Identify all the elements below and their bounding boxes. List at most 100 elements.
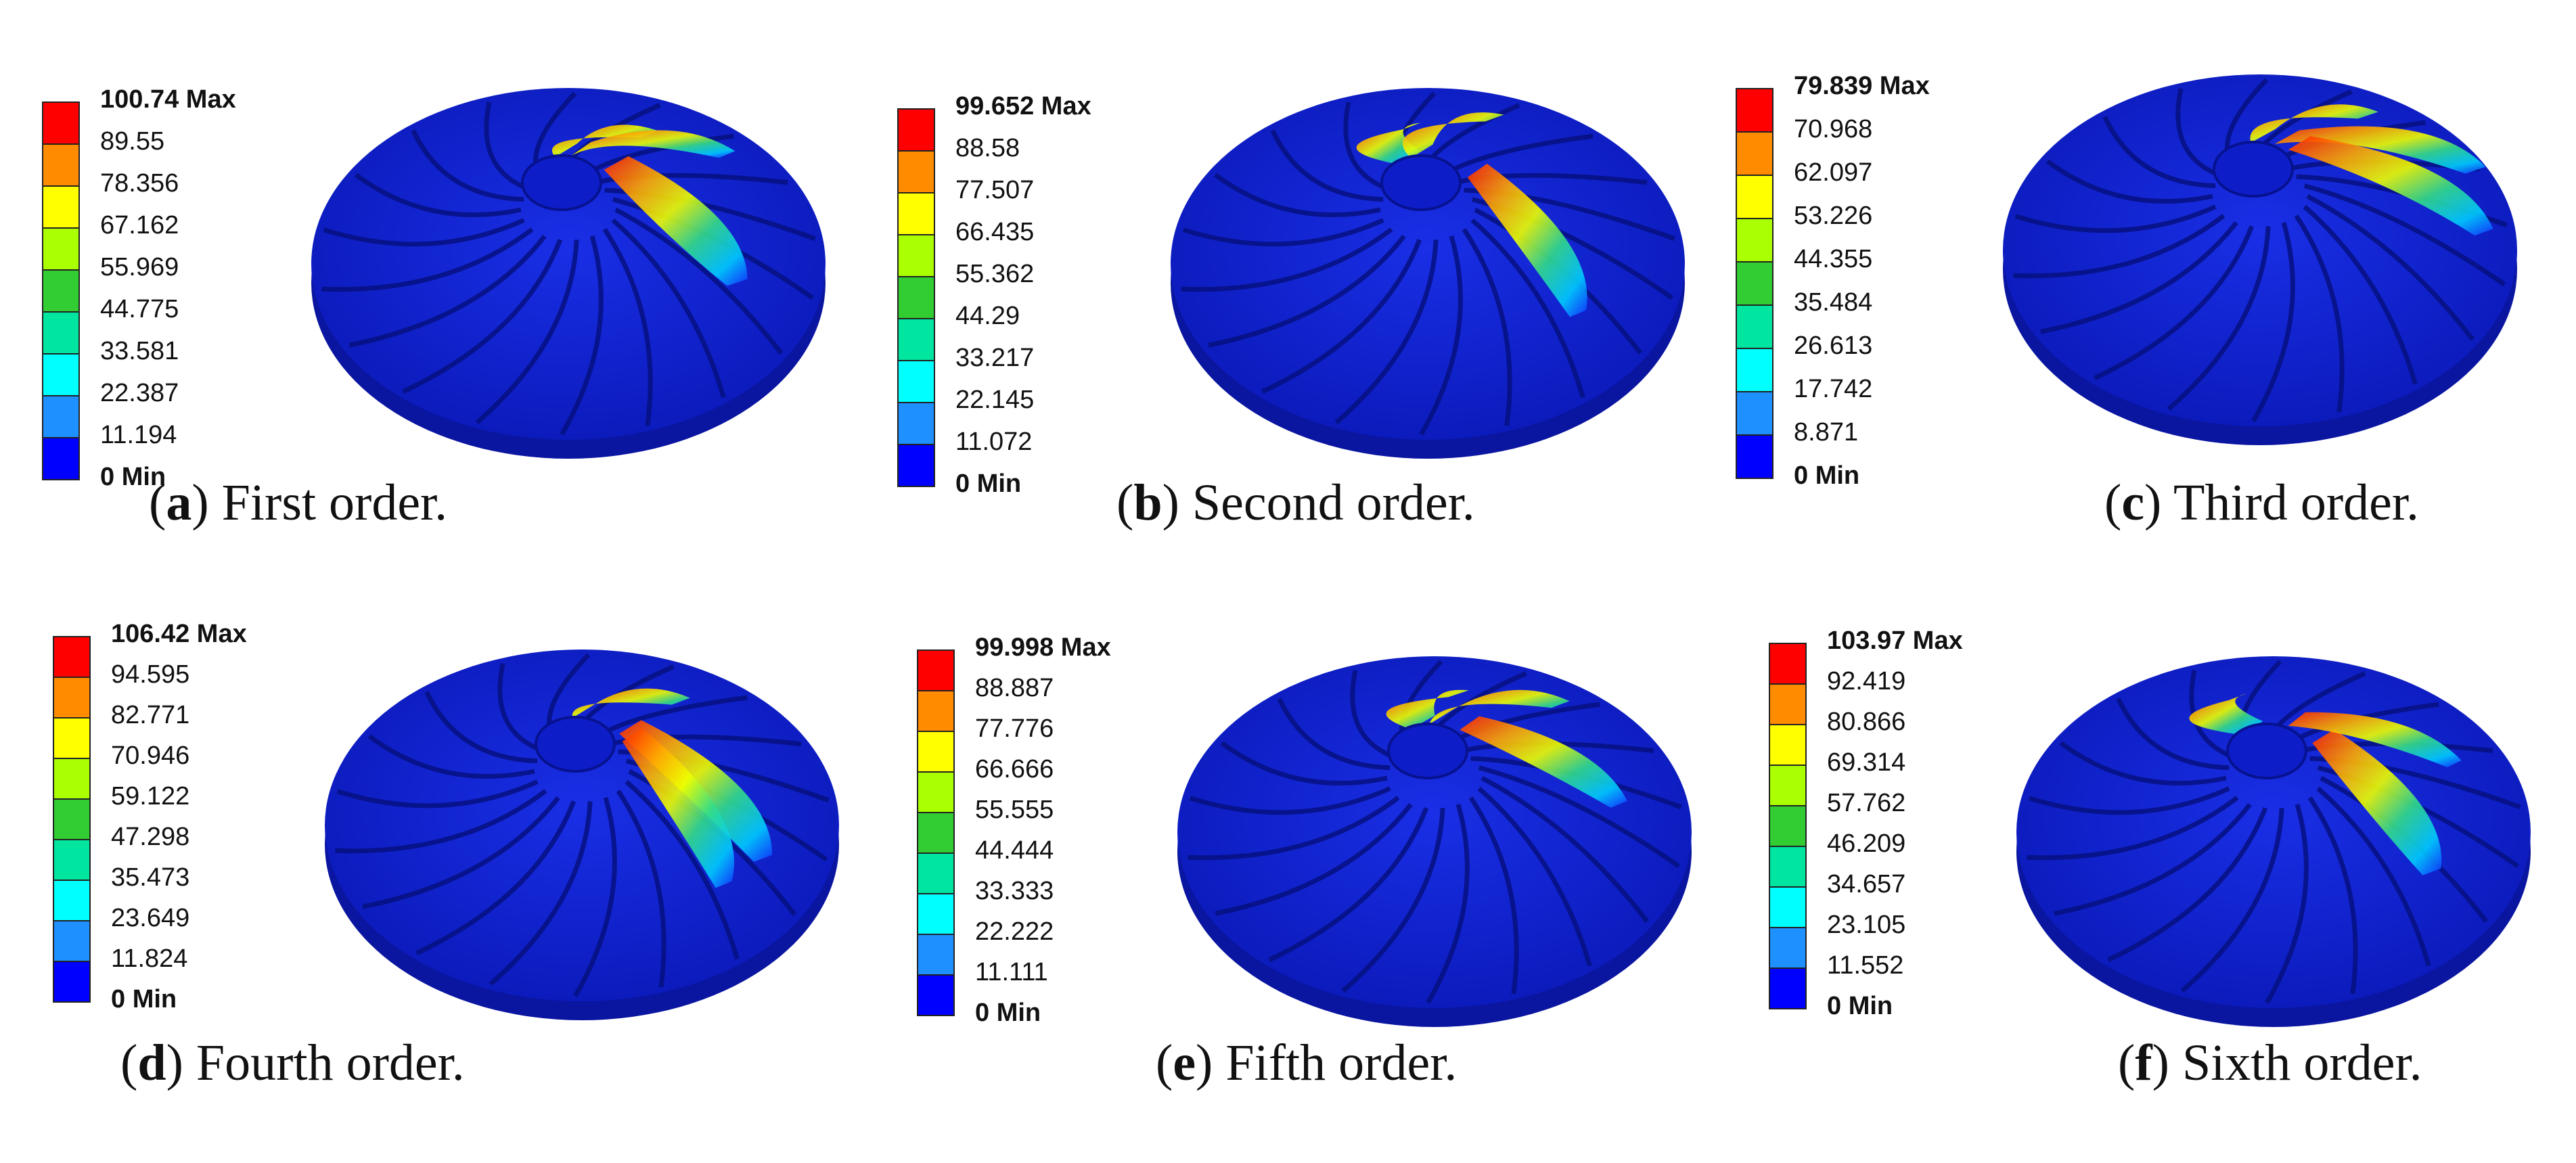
legend-value-label: 53.226 [1794, 202, 1873, 230]
legend-color-swatch [53, 839, 91, 881]
legend-color-swatch [917, 852, 955, 894]
legend-max-label: 103.97 Max [1827, 626, 1963, 655]
legend-color-swatch [1736, 261, 1773, 306]
legend-value-label: 34.657 [1827, 870, 1906, 898]
caption-text: First order. [208, 474, 448, 531]
legend-value-label: 66.666 [975, 755, 1054, 783]
legend-max-label: 79.839 Max [1794, 72, 1930, 100]
legend-color-swatch [42, 311, 80, 355]
legend-value-label: 23.649 [111, 904, 190, 932]
legend-color-swatch [1769, 886, 1807, 928]
legend-value-label: 77.776 [975, 714, 1054, 743]
legend-color-swatch [53, 961, 91, 1003]
legend-color-swatch [897, 108, 935, 152]
legend-color-swatch [917, 934, 955, 976]
legend-color-swatch [42, 101, 80, 145]
legend-value-label: 44.29 [955, 302, 1020, 330]
legend-color-swatch [897, 318, 935, 361]
legend-value-label: 11.552 [1827, 951, 1904, 980]
legend-color-swatch [42, 269, 80, 313]
legend-color-swatch [1736, 218, 1773, 263]
caption-paren-open: ( [1156, 1034, 1173, 1091]
legend-min-label: 0 Min [1794, 461, 1860, 490]
legend-value-label: 11.111 [975, 958, 1048, 986]
legend-value-label: 17.742 [1794, 375, 1873, 403]
legend-color-swatch [897, 444, 935, 487]
legend-value-label: 22.145 [955, 386, 1035, 414]
legend-value-label: 35.473 [111, 863, 190, 892]
legend-color-swatch [917, 974, 955, 1016]
legend-value-label: 94.595 [111, 660, 190, 689]
subfigure-caption: (e) Fifth order. [1156, 1034, 1457, 1093]
legend-value-label: 69.314 [1827, 748, 1906, 777]
legend-value-label: 82.771 [111, 701, 190, 729]
legend-value-label: 11.824 [111, 944, 188, 973]
legend-value-label: 11.072 [955, 428, 1033, 456]
legend-value-label: 33.217 [955, 344, 1035, 372]
legend-color-swatch [1736, 434, 1773, 479]
legend-value-label: 44.444 [975, 836, 1054, 865]
caption-paren-open: ( [1116, 474, 1134, 531]
impeller-contour-plot [2003, 74, 2517, 445]
legend-color-swatch [53, 880, 91, 921]
legend-color-swatch [897, 192, 935, 235]
legend-value-label: 57.762 [1827, 789, 1906, 817]
legend-color-swatch [897, 402, 935, 445]
legend-value-label: 62.097 [1794, 158, 1873, 187]
legend-value-label: 89.55 [100, 127, 165, 156]
caption-paren-open: ( [120, 1034, 138, 1091]
legend-value-label: 77.507 [955, 176, 1035, 204]
legend-color-swatch [1769, 805, 1807, 847]
caption-paren-close: ) [191, 474, 209, 531]
legend-color-swatch [917, 893, 955, 935]
legend-min-label: 0 Min [1827, 992, 1893, 1020]
caption-text: Second order. [1179, 474, 1475, 531]
legend-value-label: 66.435 [955, 218, 1035, 246]
legend-value-label: 8.871 [1794, 418, 1859, 447]
caption-paren-close: ) [1196, 1034, 1213, 1091]
legend-value-label: 22.387 [100, 379, 179, 407]
legend-color-swatch [1736, 348, 1773, 392]
legend-color-swatch [1736, 391, 1773, 436]
legend-value-label: 22.222 [975, 917, 1054, 946]
legend-color-swatch [1736, 175, 1773, 219]
legend-color-swatch [897, 234, 935, 277]
legend-value-label: 67.162 [100, 211, 179, 240]
caption-paren-close: ) [1162, 474, 1179, 531]
legend-color-swatch [897, 276, 935, 319]
legend-color-swatch [1769, 967, 1807, 1009]
subfigure-caption: (a) First order. [149, 474, 447, 532]
legend-value-label: 44.775 [100, 295, 179, 323]
legend-value-label: 55.555 [975, 796, 1054, 824]
legend-value-label: 92.419 [1827, 667, 1906, 695]
legend-color-swatch [53, 920, 91, 962]
subfigure-caption: (c) Third order. [2104, 474, 2419, 532]
caption-letter: e [1173, 1034, 1196, 1091]
impeller-contour-plot [1177, 656, 1692, 1027]
legend-value-label: 70.968 [1794, 115, 1873, 143]
caption-letter: a [166, 474, 192, 531]
legend-color-swatch [42, 185, 80, 229]
legend-color-swatch [53, 717, 91, 759]
caption-paren-open: ( [2104, 474, 2122, 531]
caption-text: Third order. [2161, 474, 2419, 531]
legend-color-swatch [917, 731, 955, 773]
impeller-contour-plot [1171, 88, 1685, 459]
legend-color-swatch [917, 812, 955, 854]
legend-value-label: 35.484 [1794, 288, 1873, 317]
legend-max-label: 100.74 Max [100, 85, 236, 114]
legend-value-label: 55.362 [955, 260, 1035, 288]
legend-color-swatch [1769, 927, 1807, 969]
caption-paren-close: ) [2144, 474, 2162, 531]
legend-color-swatch [1736, 304, 1773, 349]
legend-value-label: 80.866 [1827, 708, 1906, 736]
legend-color-swatch [53, 758, 91, 800]
legend-value-label: 88.887 [975, 674, 1054, 702]
legend-value-label: 55.969 [100, 253, 179, 281]
subfigure-caption: (b) Second order. [1116, 474, 1475, 532]
legend-color-swatch [917, 771, 955, 813]
caption-paren-close: ) [2152, 1034, 2169, 1091]
